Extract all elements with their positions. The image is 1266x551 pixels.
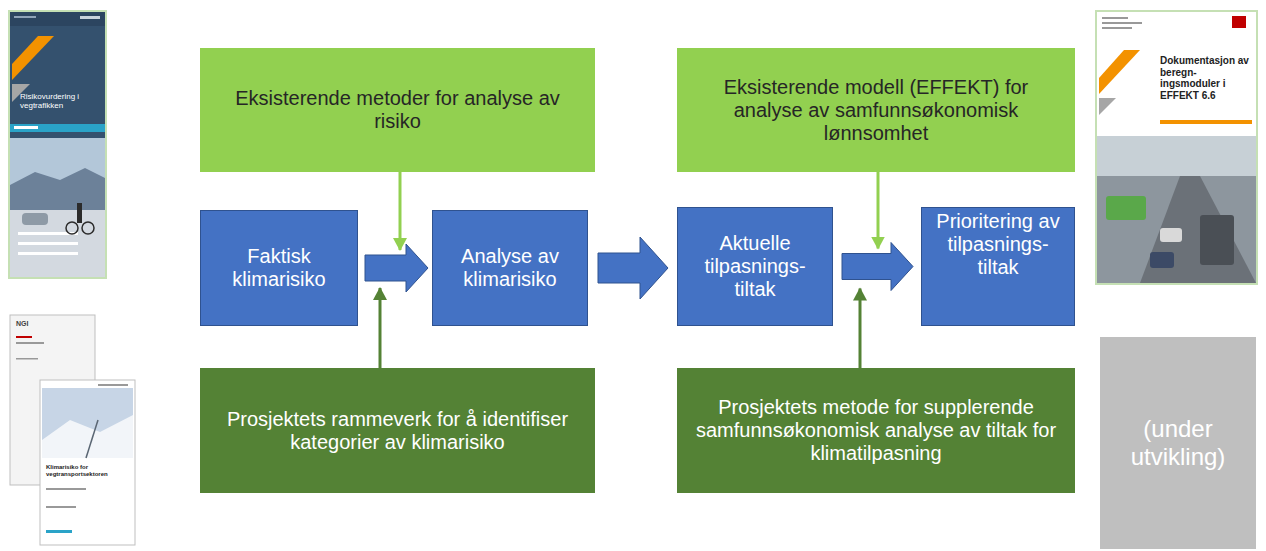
publisher-name: NGI (16, 320, 56, 328)
input-arrow (859, 289, 862, 369)
input-arrow (877, 172, 880, 249)
placeholder-box: (under utvikling) (1100, 337, 1256, 549)
method-box: Prosjektets rammeverk for å identifiser … (200, 368, 595, 493)
box-text: Eksisterende metoder for analyse av risi… (218, 87, 577, 133)
box-text: Aktuelle tilpasnings- tiltak (686, 232, 824, 301)
report-cover (8, 10, 107, 279)
report-title: Klimarisiko for vegtransportsektoren (46, 464, 132, 478)
process-box: Analyse av klimarisiko (432, 210, 588, 326)
box-text: Prosjektets rammeverk for å identifiser … (218, 408, 577, 454)
box-text: Analyse av klimarisiko (441, 245, 579, 291)
input-arrow (399, 172, 402, 250)
process-box: Aktuelle tilpasnings- tiltak (677, 207, 833, 326)
report-title: Risikovurdering i vegtrafikken (20, 92, 96, 110)
block-arrow (842, 243, 913, 291)
input-box: Eksisterende modell (EFFEKT) for analyse… (677, 48, 1075, 172)
input-arrow (379, 288, 382, 368)
process-box: Faktisk klimarisiko (200, 210, 358, 326)
box-text: Faktisk klimarisiko (209, 245, 349, 291)
block-arrow (598, 237, 668, 299)
report-title: Dokumentasjon av beregn- ingsmoduler i E… (1160, 55, 1252, 101)
report-cover (40, 380, 135, 545)
process-box: Prioritering av tilpasnings- tiltak (921, 207, 1075, 326)
block-arrow (365, 244, 428, 292)
method-box: Prosjektets metode for supplerende samfu… (677, 368, 1075, 493)
box-text: (under utvikling) (1108, 415, 1248, 470)
input-box: Eksisterende metoder for analyse av risi… (200, 48, 595, 172)
box-text: Prioritering av tilpasnings- tiltak (928, 210, 1068, 279)
box-text: Prosjektets metode for supplerende samfu… (695, 396, 1057, 465)
box-text: Eksisterende modell (EFFEKT) for analyse… (695, 76, 1057, 145)
report-cover (1095, 10, 1258, 285)
